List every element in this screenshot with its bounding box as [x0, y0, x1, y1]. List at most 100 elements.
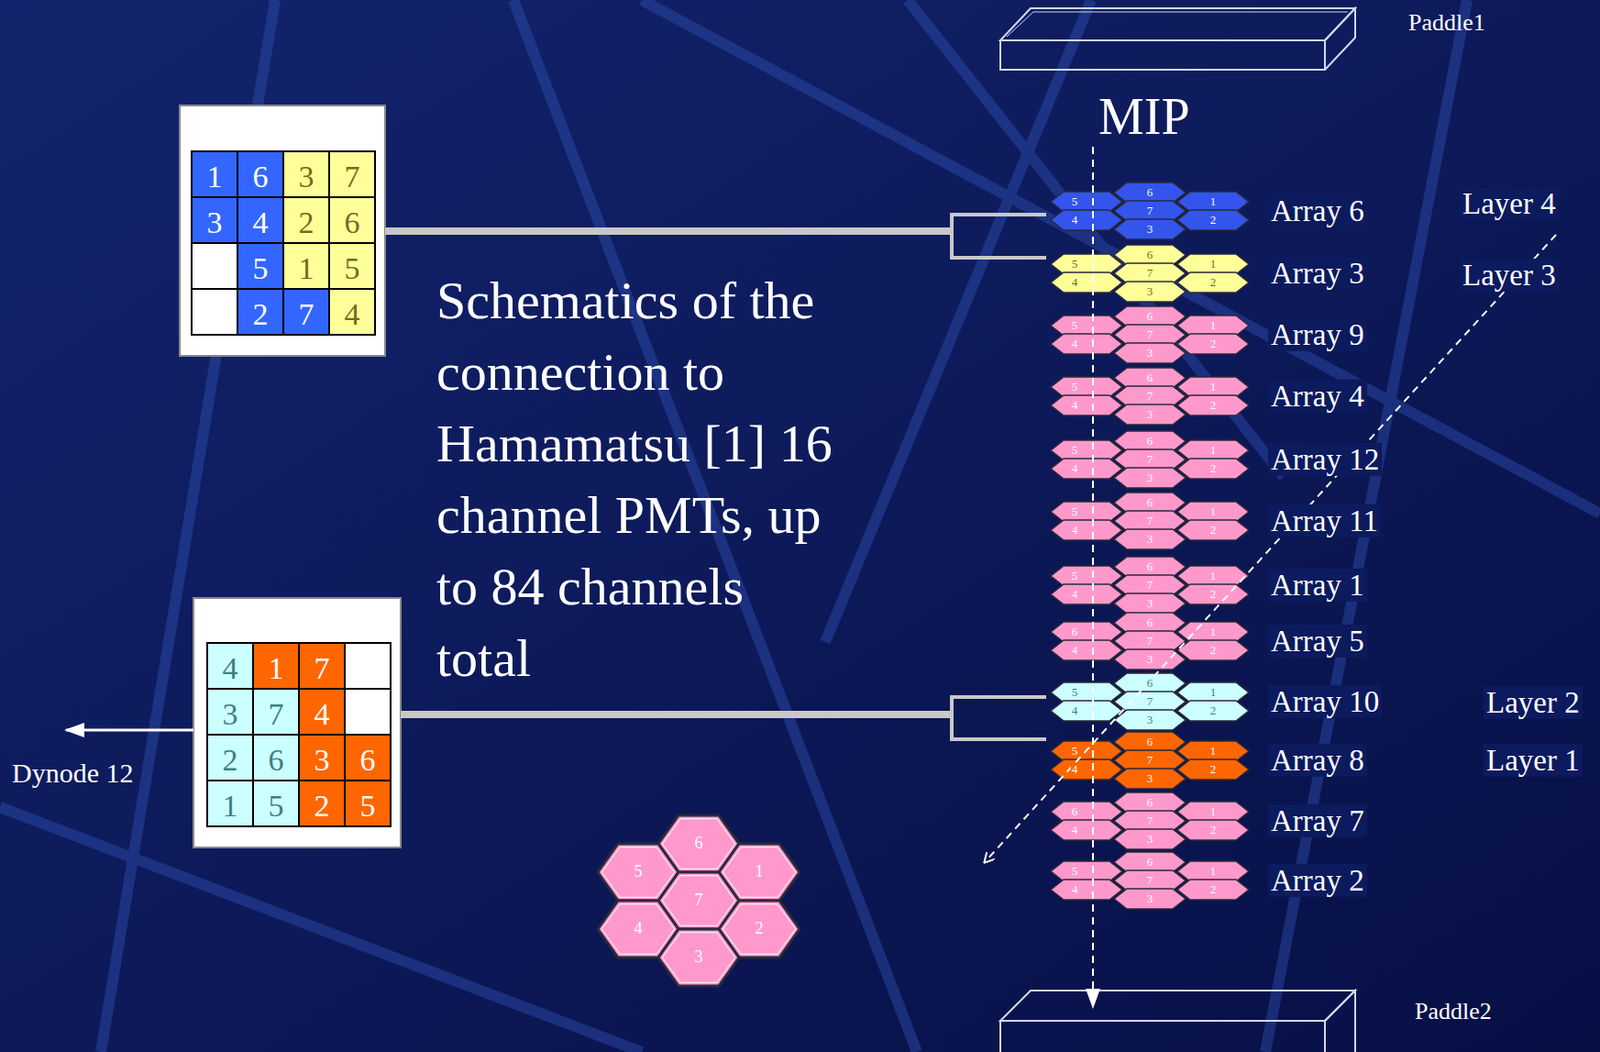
scintillator-tile [1177, 272, 1249, 293]
scintillator-tile [1114, 467, 1186, 488]
tile-number: 7 [1146, 695, 1155, 708]
tile-number: 7 [1146, 328, 1155, 342]
scintillator-tile [1114, 263, 1186, 284]
pmt-pixel [329, 197, 376, 243]
channel-number: 4 [314, 696, 331, 731]
tile-number: 5 [1070, 443, 1080, 457]
pmt-pixel [191, 197, 238, 243]
pmt-pixel [298, 688, 345, 735]
channel-number: 3 [207, 205, 223, 240]
tile-number: 7 [1146, 873, 1155, 887]
tile-number: 6 [1070, 805, 1080, 818]
layer-label: Layer 2 [1483, 685, 1583, 719]
channel-number: 7 [314, 651, 331, 685]
pmt-pixel [253, 688, 299, 735]
tile-number: 5 [1070, 744, 1080, 758]
tile-number: 3 [1146, 222, 1155, 236]
scintillator-tile [1050, 395, 1123, 416]
tile-number: 6 [695, 834, 704, 853]
tile-number: 3 [1146, 652, 1155, 666]
tile-number: 3 [1146, 713, 1155, 727]
tile-number: 6 [1146, 616, 1155, 629]
tile-number: 2 [1209, 523, 1218, 537]
scintillator-tile [1114, 851, 1186, 872]
tile-number: 5 [1070, 380, 1080, 394]
scintillator-tile [1177, 682, 1249, 703]
tile-number: 1 [1209, 569, 1218, 583]
layer-label: Layer 4 [1459, 187, 1559, 221]
pmt-pixel [253, 642, 299, 689]
tile-number: 6 [1146, 434, 1155, 448]
scintillator-tile [1114, 219, 1186, 240]
scintillator-tile [1177, 253, 1249, 275]
tile-number: 6 [1070, 625, 1080, 639]
array-label: Array 5 [1268, 624, 1368, 658]
scintillator-tile [1177, 209, 1249, 231]
scintillator-tile [1177, 879, 1249, 900]
tile-number: 2 [1209, 213, 1218, 227]
tile-number: 2 [1209, 462, 1218, 475]
array-label: Array 10 [1268, 684, 1382, 718]
channel-number: 6 [268, 742, 285, 777]
mip-track [1092, 146, 1094, 1007]
channel-number: 6 [360, 742, 376, 777]
tile-number: 5 [1070, 195, 1080, 209]
channel-number: 5 [268, 788, 285, 823]
tile-number: 3 [695, 948, 704, 967]
tile-number: 5 [1070, 864, 1080, 878]
scintillator-tile [1050, 191, 1123, 212]
scintillator-tile [1114, 691, 1186, 712]
tile-number: 5 [1070, 685, 1080, 699]
tile-number: 2 [1209, 643, 1218, 657]
scintillator-tile [1114, 574, 1186, 596]
pmt-pixel [283, 242, 330, 289]
paddle [1000, 8, 1356, 70]
array-label: Array 7 [1268, 804, 1368, 838]
tile-number: 1 [1209, 505, 1218, 519]
pmt-pixel [207, 780, 254, 827]
array-label: Array 12 [1268, 442, 1382, 476]
channel-number: 7 [344, 159, 361, 194]
scintillator-tile [1114, 449, 1186, 470]
tile-number: 6 [1146, 735, 1155, 749]
tile-edge [662, 932, 735, 983]
scintillator-tile [1114, 510, 1186, 531]
scintillator-tile [1114, 810, 1186, 831]
dynode-arrow [66, 728, 194, 732]
scintillator-tile [1114, 731, 1186, 752]
pmt-pixel [344, 780, 391, 827]
layer-label: Layer 3 [1459, 258, 1559, 292]
channel-number: 3 [222, 696, 239, 731]
scintillator-tile [1114, 593, 1186, 614]
scintillator-tile [1177, 376, 1249, 398]
scintillator-tile [1050, 819, 1123, 840]
tile-edge [662, 818, 735, 870]
scintillator-tile [1114, 324, 1186, 345]
tile-edge [662, 875, 735, 927]
tile-number: 3 [1146, 471, 1155, 485]
tile-number: 3 [1146, 346, 1155, 360]
scintillator-tile [1114, 630, 1186, 652]
scintillator-tile [1177, 501, 1249, 522]
channel-number: 7 [298, 297, 315, 332]
channel-number: 4 [344, 297, 361, 332]
scintillator-tile [1114, 750, 1186, 771]
tile-number: 3 [1146, 772, 1155, 785]
tile-number: 5 [634, 862, 643, 882]
tile-number: 2 [1209, 823, 1218, 837]
bracket [951, 214, 1047, 740]
tile-edge [601, 904, 674, 955]
channel-number: 5 [360, 788, 376, 823]
channel-number: 2 [298, 205, 315, 240]
hexagon-cluster [597, 815, 800, 986]
array-label: Array 11 [1268, 504, 1381, 538]
channel-number: 1 [222, 788, 239, 823]
pmt-pixel [207, 642, 254, 689]
tile-number: 6 [1146, 795, 1155, 809]
tile-number: 2 [1209, 704, 1218, 718]
tile-number: 1 [755, 862, 764, 882]
scintillator-tile [1177, 621, 1249, 642]
tile-number: 4 [1070, 213, 1080, 227]
